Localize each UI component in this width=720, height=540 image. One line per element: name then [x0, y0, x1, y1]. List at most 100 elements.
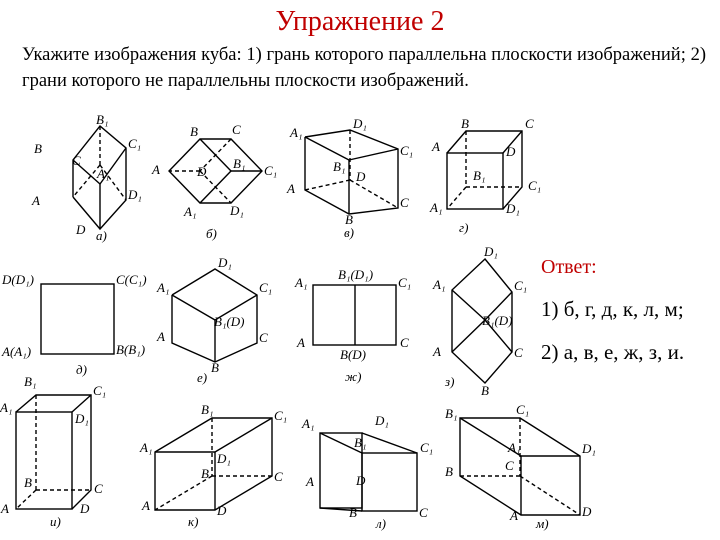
figure-m	[459, 417, 581, 516]
vertex-label: D	[581, 504, 592, 519]
figure-caption: в)	[344, 225, 354, 240]
vertex-label: B₁	[233, 156, 245, 171]
vertex-label: C	[259, 330, 268, 345]
figure-g	[446, 130, 523, 210]
vertex-label: D	[75, 222, 86, 237]
vertex-label: B	[190, 124, 198, 139]
vertex-label: D₁	[74, 411, 89, 426]
figure-caption: е)	[197, 370, 207, 385]
vertex-label: D	[355, 473, 366, 488]
vertex-label: C₁	[274, 408, 287, 423]
vertex-label: C₁	[514, 278, 527, 293]
page-title: Упражнение 2	[275, 6, 445, 37]
vertex-label: A₁	[429, 200, 442, 215]
vertex-label: A	[296, 335, 305, 350]
vertex-label: C	[274, 469, 283, 484]
vertex-label: B₁	[473, 168, 485, 183]
vertex-label: A₁	[96, 166, 109, 181]
vertex-label: C₁	[398, 275, 411, 290]
vertex-label: B	[481, 383, 489, 398]
vertex-label: B₁	[445, 406, 457, 421]
vertex-label: A₁	[139, 440, 152, 455]
vertex-label: C	[419, 505, 428, 520]
vertex-label: D	[505, 144, 516, 159]
answer-line-2: 2) а, в, е, ж, з, и.	[541, 340, 685, 364]
figure-caption: а)	[96, 228, 107, 243]
vertex-label: D₁	[229, 203, 244, 218]
vertex-label: C	[525, 116, 534, 131]
vertex-label: C	[505, 458, 514, 473]
figure-i	[15, 394, 92, 510]
vertex-label: C₁	[93, 383, 106, 398]
vertex-label: B	[211, 360, 219, 375]
figure-l	[319, 432, 418, 512]
figure-d	[40, 283, 115, 355]
figure-b	[168, 138, 263, 204]
vertex-label: B	[345, 212, 353, 227]
figure-caption: г)	[459, 220, 468, 235]
vertex-label: D₁	[217, 255, 232, 270]
vertex-label: A	[0, 501, 9, 516]
figure-caption: м)	[535, 516, 549, 531]
vertex-label: A₁	[289, 125, 302, 140]
figure-e	[171, 268, 258, 363]
vertex-label: C	[94, 481, 103, 496]
vertex-label: A	[305, 474, 314, 489]
vertex-label: A₁	[183, 204, 196, 219]
vertex-label: C₁	[420, 440, 433, 455]
vertex-label: D	[196, 164, 207, 179]
answer-label: Ответ:	[541, 256, 597, 278]
vertex-label: C	[400, 195, 409, 210]
vertex-label: D(D₁)	[1, 272, 34, 287]
vertex-label: A	[151, 162, 160, 177]
vertex-label: B₁	[333, 159, 345, 174]
vertex-label: C₁	[128, 136, 141, 151]
vertex-label: C	[400, 335, 409, 350]
figure-caption: ж)	[345, 369, 361, 384]
vertex-label: B	[461, 116, 469, 131]
vertex-label: B₁	[96, 112, 108, 127]
vertex-label: A	[432, 344, 441, 359]
vertex-label: B₁	[354, 435, 366, 450]
vertex-label: C₁	[400, 143, 413, 158]
vertex-label: A	[31, 193, 40, 208]
figure-a	[72, 124, 127, 231]
answer-line-1: 1) б, г, д, к, л, м;	[541, 297, 684, 321]
vertex-label: B₁(D)	[214, 314, 245, 329]
vertex-label: A₁	[156, 280, 169, 295]
vertex-label: C₁	[264, 163, 277, 178]
figure-k	[154, 417, 273, 511]
vertex-label: B₁(D₁)	[338, 267, 373, 282]
vertex-label: C	[72, 153, 81, 168]
figure-caption: л)	[375, 516, 386, 531]
vertex-label: B(D)	[340, 347, 366, 362]
vertex-label: C(C₁)	[116, 272, 147, 287]
vertex-label: A₁	[0, 400, 12, 415]
vertex-label: A	[286, 181, 295, 196]
vertex-label: B₁(D)	[482, 313, 513, 328]
vertex-label: D₁	[483, 244, 498, 259]
vertex-label: A	[141, 498, 150, 513]
exercise-statement: Укажите изображения куба: 1) грань котор…	[22, 45, 706, 91]
vertex-label: B₁	[201, 402, 213, 417]
vertex-label: A	[431, 139, 440, 154]
vertex-label: A	[156, 329, 165, 344]
vertex-label: B(B₁)	[116, 342, 145, 357]
vertex-label: D₁	[216, 451, 231, 466]
vertex-label: D₁	[352, 116, 367, 131]
figure-caption: д)	[76, 362, 87, 377]
figure-v	[304, 129, 399, 215]
vertex-label: D₁	[127, 187, 142, 202]
vertex-label: B	[445, 464, 453, 479]
vertex-label: C₁	[259, 280, 272, 295]
figure-caption: к)	[188, 514, 198, 529]
vertex-label: B	[349, 505, 357, 520]
figure-caption: з)	[444, 374, 454, 389]
vertex-label: C₁	[516, 402, 529, 417]
vertex-label: D₁	[505, 201, 520, 216]
vertex-label: D₁	[581, 441, 596, 456]
vertex-label: B	[24, 475, 32, 490]
vertex-label: B	[201, 466, 209, 481]
vertex-label: B	[34, 141, 42, 156]
